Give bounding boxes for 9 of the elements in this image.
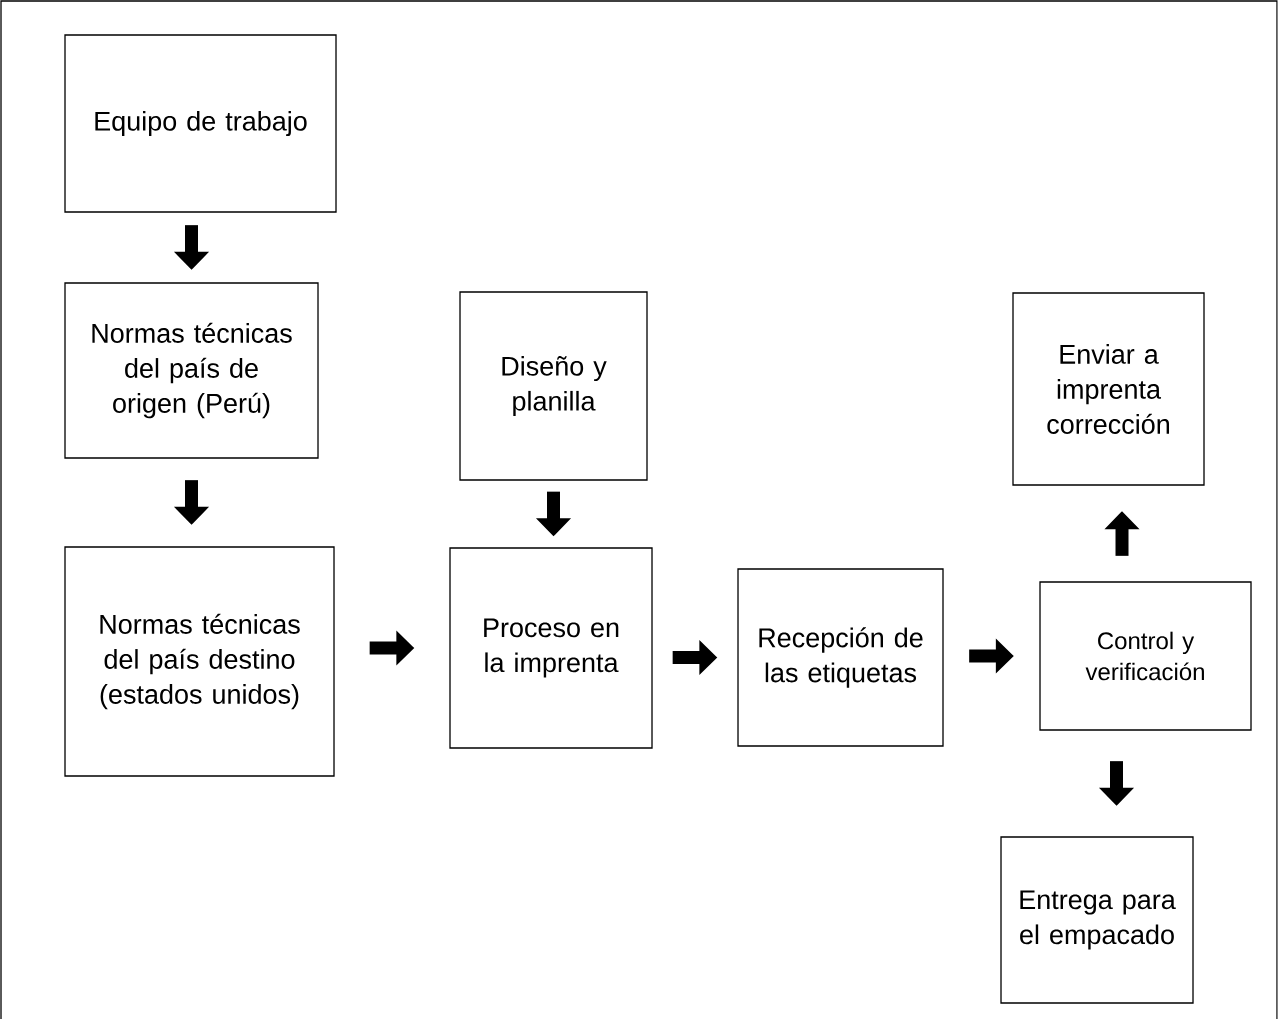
process-box: Control y verificación xyxy=(1039,581,1252,731)
process-box: Entrega para el empacado xyxy=(1000,836,1194,1004)
process-box: Proceso en la imprenta xyxy=(449,547,653,749)
process-box: Enviar a imprenta corrección xyxy=(1012,292,1205,486)
process-box: Recepción de las etiquetas xyxy=(737,568,944,747)
process-box: Equipo de trabajo xyxy=(64,34,337,213)
process-box: Diseño y planilla xyxy=(459,291,648,481)
process-box: Normas técnicas del país destino (estados unidos) xyxy=(64,546,335,777)
process-box: Normas técnicas del país de origen (Perú) xyxy=(64,282,319,459)
